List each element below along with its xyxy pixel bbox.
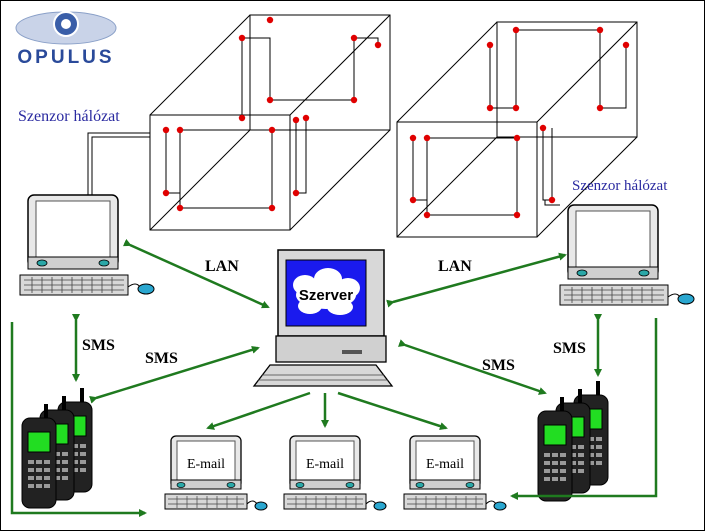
opulus-logo: OPULUS <box>15 11 117 68</box>
label-sensor-network-left: Szenzor hálózat <box>18 108 120 125</box>
arrow-sms-right <box>398 339 547 395</box>
mobile-phones-right <box>536 379 610 503</box>
sensor-dots-right <box>409 26 630 219</box>
email-terminal-2: E-mail <box>283 435 387 511</box>
sensor-cable-left <box>87 132 150 195</box>
label-sms-right-vertical: SMS <box>553 340 586 357</box>
label-sensor-network-right: Szenzor hálózat <box>572 178 668 194</box>
email-label-3: E-mail <box>426 457 464 472</box>
email-label-2: E-mail <box>306 457 344 472</box>
logo-text: OPULUS <box>17 47 114 68</box>
label-lan-right: LAN <box>438 258 472 275</box>
sensor-cube-right <box>396 21 638 238</box>
sensor-dots-left <box>162 16 382 212</box>
email-terminal-1: E-mail <box>164 435 268 511</box>
label-sms-left: SMS <box>145 350 178 367</box>
email-terminal-3: E-mail <box>403 435 507 511</box>
server-computer: Szerver <box>252 249 394 387</box>
arrow-sms-left <box>89 345 260 404</box>
arrow-email-3 <box>337 391 448 430</box>
client-computer-left <box>19 194 155 296</box>
email-label-1: E-mail <box>187 457 225 472</box>
sensor-cable-left-2 <box>91 136 150 195</box>
sensor-cube-left <box>149 14 391 231</box>
label-lan-left: LAN <box>205 258 239 275</box>
arrow-right-to-email <box>510 318 658 500</box>
label-sms-left-vertical: SMS <box>82 337 115 354</box>
arrow-lan-right <box>386 252 567 308</box>
arrow-left-to-email <box>10 322 147 517</box>
arrow-email-1 <box>206 391 311 430</box>
label-sms-right: SMS <box>482 357 515 374</box>
sensor-cable-right <box>544 200 560 206</box>
server-label: Szerver <box>299 287 353 304</box>
mobile-phones-left <box>20 386 94 510</box>
client-computer-right <box>559 204 695 306</box>
arrow-lan-left <box>122 238 270 309</box>
